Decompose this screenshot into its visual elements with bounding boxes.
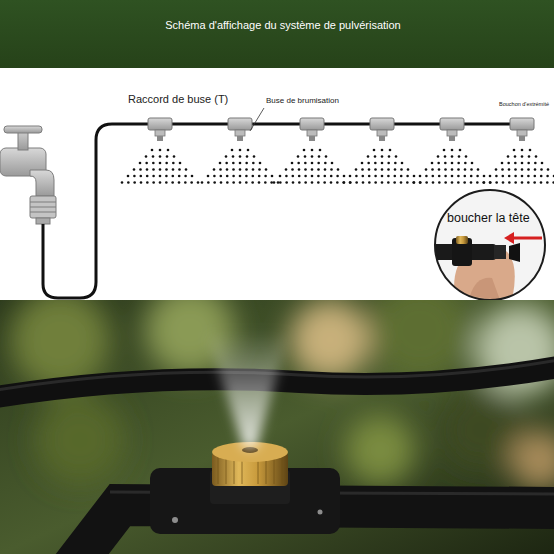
faucet bbox=[0, 126, 56, 224]
title-band bbox=[0, 0, 554, 68]
photo bbox=[0, 300, 554, 554]
part-label: Buse de brumisation bbox=[266, 96, 339, 105]
diagram-panel bbox=[0, 68, 554, 300]
nozzle-tees bbox=[121, 118, 554, 184]
part-label: Bouchon d'extrémité bbox=[499, 101, 549, 107]
title: Schéma d'affichage du système de pulvéri… bbox=[165, 19, 400, 32]
part-label: boucher la tête bbox=[447, 211, 530, 225]
part-label: Raccord de buse (T) bbox=[128, 93, 228, 106]
end-cap-inset bbox=[430, 190, 545, 300]
leader-line bbox=[250, 108, 264, 131]
